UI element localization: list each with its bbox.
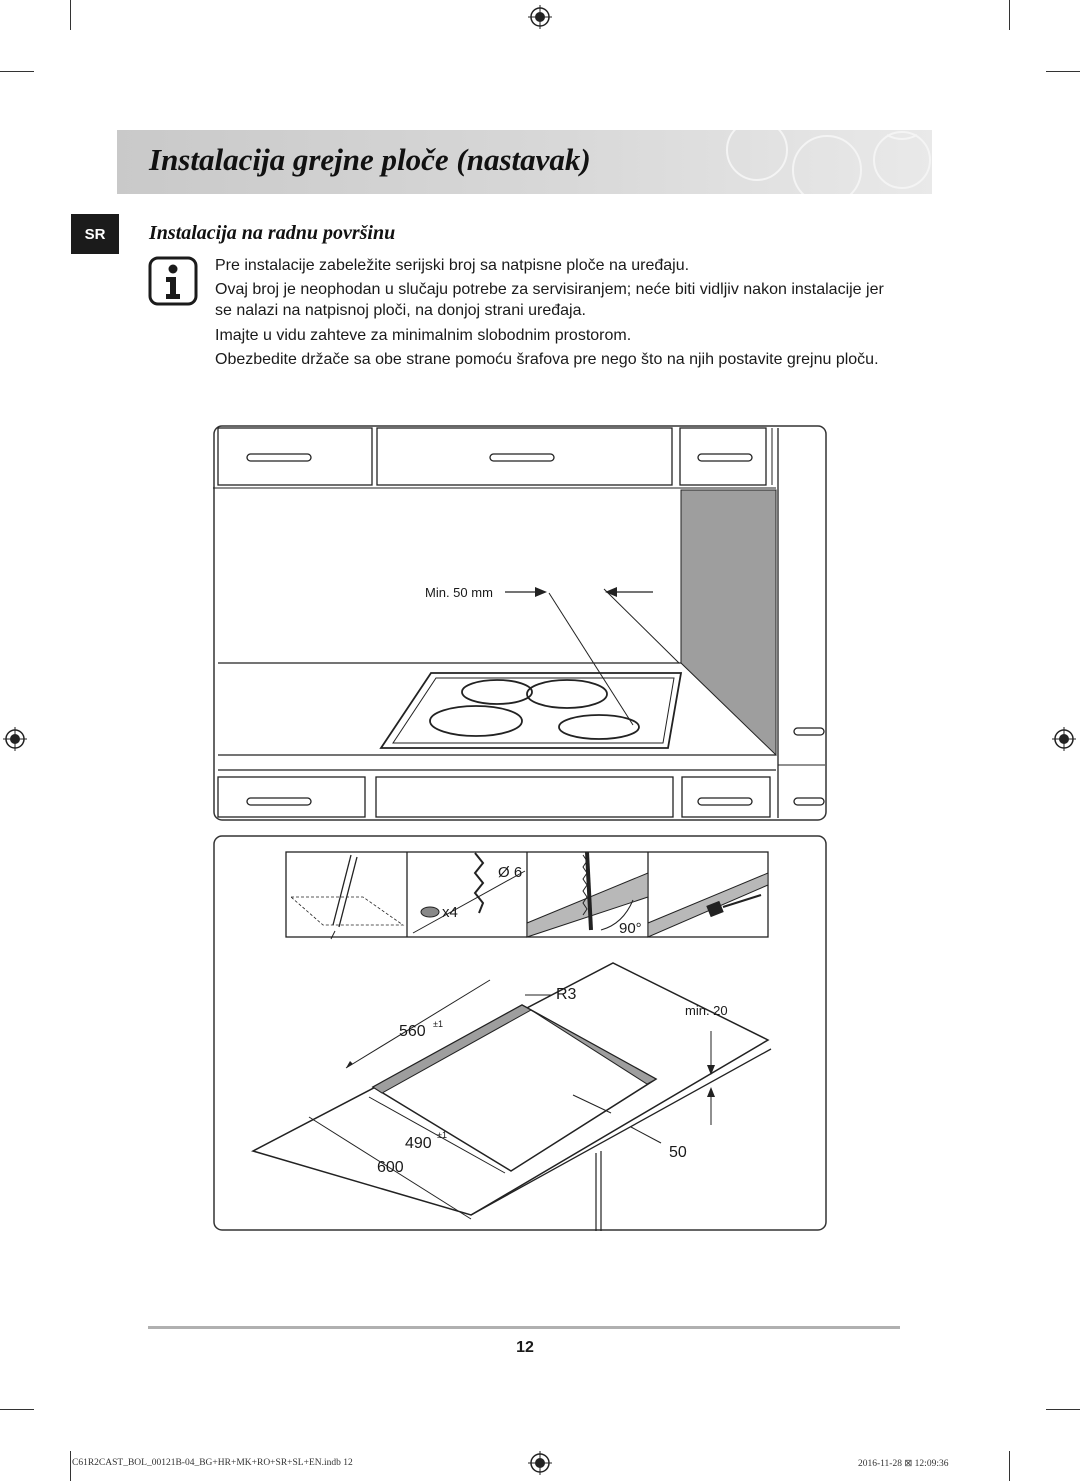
width-label: 560	[399, 1023, 426, 1040]
radius-label: R3	[556, 986, 577, 1003]
paragraph-brackets: Obezbedite držače sa obe strane pomoću š…	[215, 351, 879, 368]
paragraph-serial-number: Pre instalacije zabeležite serijski broj…	[215, 257, 690, 274]
crop-mark	[0, 1409, 34, 1410]
width-tolerance: ±1	[433, 1019, 443, 1029]
title-bar: Instalacija grejne ploče (nastavak)	[117, 130, 932, 194]
crop-mark	[1046, 1409, 1080, 1410]
angle-label: 90°	[619, 920, 642, 937]
edge-label: 50	[669, 1144, 687, 1161]
paragraph-service: Ovaj broj je neophodan u slučaju potrebe…	[215, 281, 884, 319]
section-title: Instalacija na radnu površinu	[149, 222, 396, 244]
screws-label: x4	[442, 904, 458, 921]
crop-mark	[1046, 71, 1080, 72]
depth-label: 490	[405, 1135, 432, 1152]
crop-mark	[1009, 1451, 1010, 1481]
info-icon	[148, 256, 198, 306]
min-depth-label: min. 20	[685, 1003, 728, 1018]
footer-date-info: 2016-11-28 ⊠ 12:09:36	[858, 1459, 949, 1469]
crop-mark	[1009, 0, 1010, 30]
crop-mark	[0, 71, 34, 72]
registration-mark-icon	[3, 727, 27, 751]
cutout-dimensions-diagram: Ø 6 x4 90° 560 ±1 R3 min. 20 490 ±1 600 …	[213, 835, 827, 1231]
crop-mark	[70, 1451, 71, 1481]
paragraph-clearance: Imajte u vidu zahteve za minimalnim slob…	[215, 327, 632, 344]
page-number: 12	[516, 1339, 534, 1356]
kitchen-installation-diagram: Min. 50 mm	[213, 425, 827, 821]
language-badge: SR	[71, 214, 119, 254]
vegetable-decoration-icon	[726, 130, 931, 194]
clearance-label: Min. 50 mm	[425, 585, 493, 600]
registration-mark-icon	[528, 1451, 552, 1475]
registration-mark-icon	[1052, 727, 1076, 751]
page-title: Instalacija grejne ploče (nastavak)	[149, 142, 591, 177]
drill-label: Ø 6	[498, 864, 522, 881]
depth-tolerance: ±1	[437, 1130, 447, 1140]
footer-file-info: C61R2CAST_BOL_00121B-04_BG+HR+MK+RO+SR+S…	[72, 1458, 353, 1468]
counter-depth-label: 600	[377, 1159, 404, 1176]
crop-mark	[70, 0, 71, 30]
registration-mark-icon	[528, 5, 552, 29]
footer-rule	[148, 1326, 900, 1329]
